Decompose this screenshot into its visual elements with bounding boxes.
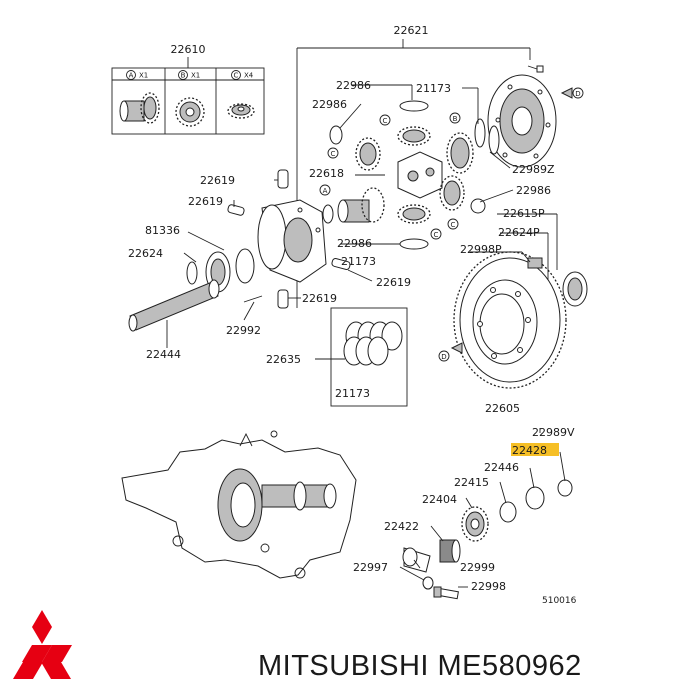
washer-icon [525,486,545,510]
pin-icon [277,169,289,189]
callout-a: A [323,187,328,195]
pin-icon [331,257,351,271]
part-label-22989z[interactable]: 22989Z [512,163,555,176]
part-label-22428-highlighted[interactable]: 22428 [512,444,547,457]
oil-seal-icon [235,248,255,284]
part-label-22415[interactable]: 22415 [454,476,489,489]
side-gear-icon [119,92,160,124]
bearing-icon [562,271,588,307]
part-label-22605[interactable]: 22605 [485,402,520,415]
idler-shaft-icon [402,547,431,573]
inset-qty-c: X4 [244,72,254,80]
part-label-22986[interactable]: 22986 [312,98,347,111]
bolt-icon [433,586,459,600]
part-label-22621[interactable]: 22621 [394,24,429,37]
bevel-gear-icon [227,103,255,119]
part-label-22992[interactable]: 22992 [226,324,261,337]
highlighted-part-marker [511,443,559,456]
inset-qty-a: X1 [139,72,148,80]
needle-bearing-icon [439,539,461,563]
callout-d-top: D [575,90,580,98]
part-label-81336[interactable]: 81336 [145,224,180,237]
bolt-icon [527,257,543,269]
part-label-22446[interactable]: 22446 [484,461,519,474]
part-label-22624[interactable]: 22624 [128,247,163,260]
part-label-22615p[interactable]: 22615P [503,207,545,220]
callout-c-bottom: C [434,231,439,239]
brand-part-number: MITSUBISHI ME580962 [258,650,582,682]
drive-gear-icon [461,506,489,542]
leader-lines [166,84,566,588]
part-label-22986[interactable]: 22986 [336,79,371,92]
pinion-gear-icon [397,204,431,224]
part-label-22619[interactable]: 22619 [200,174,235,187]
part-label-22989v[interactable]: 22989V [532,426,575,439]
output-shaft-icon [128,279,220,332]
snap-ring-set-box [330,307,408,407]
part-label-22999[interactable]: 22999 [460,561,495,574]
part-label-22619[interactable]: 22619 [188,195,223,208]
part-label-22618[interactable]: 22618 [309,167,344,180]
inset-callout-b: B [181,72,186,80]
differential-case-icon [257,199,327,283]
washer-icon [399,100,429,112]
callout-c-left: C [331,150,336,158]
roll-pin-icon [243,295,263,303]
transfer-case-housing-icon [121,430,357,579]
ring-gear-icon [453,251,567,389]
part-label-22422[interactable]: 22422 [384,520,419,533]
callout-c-right: C [451,221,456,229]
part-label-22619[interactable]: 22619 [376,276,411,289]
part-label-21173[interactable]: 21173 [416,82,451,95]
arrow-icon [560,87,573,99]
pinion-gear-icon [397,126,431,146]
differential-cover-icon [487,74,557,168]
bolt-icon [527,65,544,73]
part-label-22986[interactable]: 22986 [516,184,551,197]
callout-d-bottom: D [441,353,446,361]
washer-icon [186,261,198,285]
washer-icon [399,238,429,250]
part-label-22444[interactable]: 22444 [146,348,181,361]
thrust-washer-icon [488,125,500,155]
part-label-22998[interactable]: 22998 [471,580,506,593]
washer-icon [422,576,434,590]
side-gear-icon [337,187,385,223]
pinion-gear-icon [175,97,205,127]
pin-icon [227,204,245,216]
inset-callout-a: A [129,72,134,80]
part-label-22986[interactable]: 22986 [337,237,372,250]
inset-callout-c: C [234,72,239,80]
snap-ring-icon [557,479,573,497]
pinion-gear-icon [439,175,465,211]
differential-cross-block-icon [397,151,443,199]
part-label-22610[interactable]: 22610 [171,43,206,56]
mitsubishi-logo-icon [13,610,72,679]
part-label-22998p[interactable]: 22998P [460,243,502,256]
pinion-gear-icon [355,137,381,171]
diagram-code: 510016 [542,596,577,606]
part-label-22997[interactable]: 22997 [353,561,388,574]
side-gear-icon [446,132,474,174]
part-label-21173[interactable]: 21173 [335,387,370,400]
inset-qty-b: X1 [191,72,200,80]
callout-b: B [453,115,458,123]
callout-c-top: C [383,117,388,125]
thrust-washer-icon [474,118,486,148]
part-label-22624p[interactable]: 22624P [498,226,540,239]
arrow-icon [450,342,463,354]
part-label-21173[interactable]: 21173 [341,255,376,268]
pin-icon [277,289,289,309]
part-label-22404[interactable]: 22404 [422,493,457,506]
washer-icon [329,125,343,145]
washer-icon [499,501,517,523]
kit-inset-box: A X1 B X1 C X4 [111,57,265,135]
part-label-22619[interactable]: 22619 [302,292,337,305]
washer-icon [470,198,486,214]
part-label-22635[interactable]: 22635 [266,353,301,366]
washer-icon [322,204,334,224]
